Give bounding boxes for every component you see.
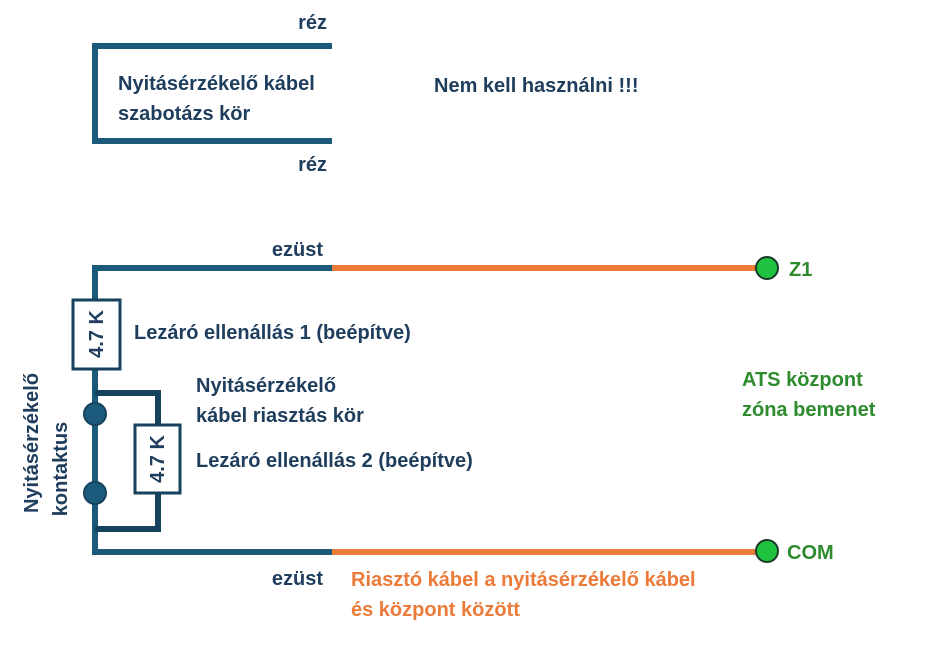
resistor-1	[71, 298, 122, 371]
panel-title-line2: zóna bemenet	[742, 399, 876, 421]
terminal-z1-label: Z1	[789, 259, 812, 281]
tamper-note: Nem kell használni !!!	[434, 75, 639, 97]
resistor-2	[133, 423, 182, 495]
tamper-bottom-label: réz	[298, 154, 327, 176]
alarm-loop-label-line2: kábel riasztás kör	[196, 405, 364, 427]
cable-label-line2: és központ között	[351, 599, 520, 621]
resistor-2-value: 4.7 K	[147, 435, 169, 483]
terminal-com	[755, 539, 779, 563]
panel-title-line1: ATS központ	[742, 369, 863, 391]
resistor-1-value: 4.7 K	[86, 310, 108, 358]
terminal-com-label: COM	[787, 542, 834, 564]
tamper-top-label: réz	[298, 12, 327, 34]
cable-label-line1: Riasztó kábel a nyitásérzékelő kábel	[351, 569, 696, 591]
contact-label-line1: Nyitásérzékelő	[21, 373, 43, 513]
top-wire-label: ezüst	[272, 239, 323, 261]
bottom-wire-label: ezüst	[272, 568, 323, 590]
terminal-z1	[755, 256, 779, 280]
tamper-loop-wire	[92, 43, 332, 144]
alarm-loop-label-line1: Nyitásérzékelő	[196, 375, 336, 397]
contact-node-lower	[83, 481, 107, 505]
tamper-title-line2: szabotázs kör	[118, 103, 250, 125]
tamper-title-line1: Nyitásérzékelő kábel	[118, 73, 315, 95]
resistor-1-label: Lezáró ellenállás 1 (beépítve)	[134, 322, 411, 344]
contact-node-upper	[83, 402, 107, 426]
contact-label-line2: kontaktus	[50, 422, 72, 516]
resistor-2-label: Lezáró ellenállás 2 (beépítve)	[196, 450, 473, 472]
